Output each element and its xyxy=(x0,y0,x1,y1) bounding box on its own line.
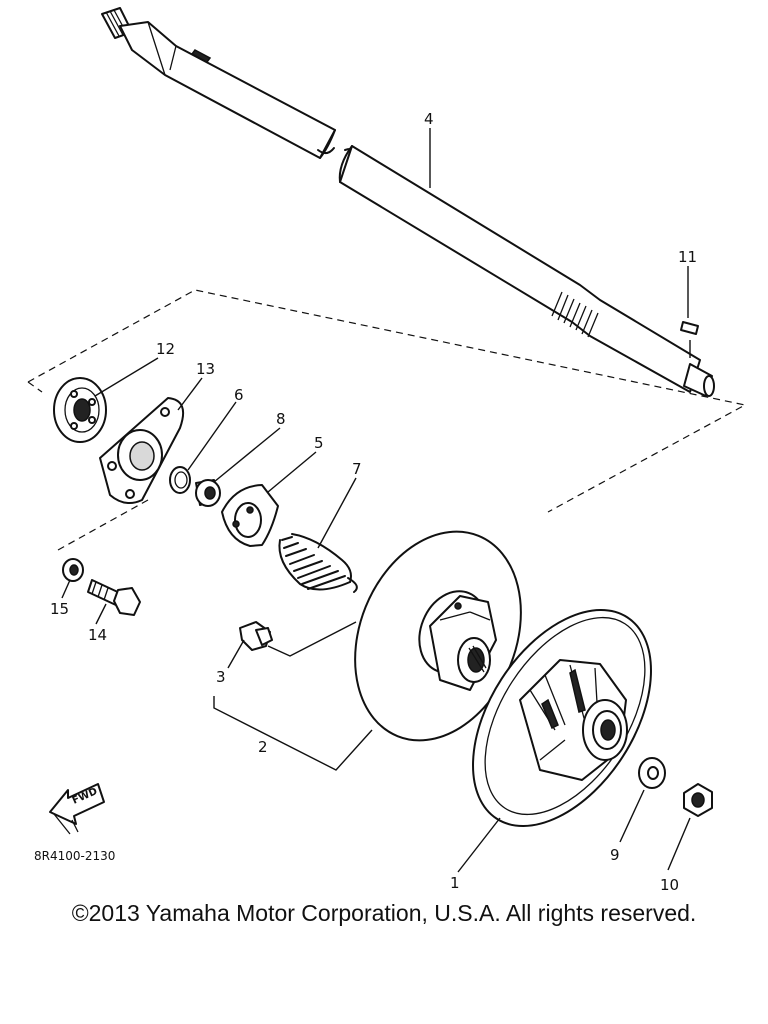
part-label-13: 13 xyxy=(196,360,215,378)
washer-part-15 xyxy=(62,558,84,582)
spring-part-7 xyxy=(278,533,358,593)
part-label-8: 8 xyxy=(276,410,286,428)
part-label-2: 2 xyxy=(258,738,268,756)
diagram-code: 8R4100-2130 xyxy=(34,849,115,863)
movable-sheave-part-1 xyxy=(472,608,652,828)
nut-part-10 xyxy=(683,783,713,817)
part-label-15: 15 xyxy=(50,600,69,618)
bracket-part-13 xyxy=(99,397,184,505)
cam-part-5 xyxy=(221,484,279,547)
part-label-7: 7 xyxy=(352,460,362,478)
copyright-notice: ©2013 Yamaha Motor Corporation, U.S.A. A… xyxy=(71,900,697,926)
part-number-labels: 4 11 12 13 6 8 5 7 15 14 3 2 1 9 10 xyxy=(50,110,697,894)
part-label-12: 12 xyxy=(156,340,175,358)
shaft-part-4 xyxy=(101,7,715,397)
part-label-3: 3 xyxy=(216,668,226,686)
washer-part-9 xyxy=(638,757,666,789)
part-label-10: 10 xyxy=(660,876,679,894)
part-label-1: 1 xyxy=(450,874,460,892)
collar-part-8 xyxy=(195,479,221,507)
bearing-part-12 xyxy=(53,377,107,443)
part-label-14: 14 xyxy=(88,626,107,644)
part-label-5: 5 xyxy=(314,434,324,452)
part-label-9: 9 xyxy=(610,846,620,864)
ring-part-6 xyxy=(169,466,191,494)
bolt-part-14 xyxy=(87,579,141,616)
assembly-outline xyxy=(27,289,747,551)
fixed-sheave-part-2 xyxy=(354,530,522,742)
leader-lines xyxy=(61,128,691,873)
fwd-arrow-icon: FWD xyxy=(49,783,105,835)
part-label-6: 6 xyxy=(234,386,244,404)
part-label-11: 11 xyxy=(678,248,697,266)
part-label-4: 4 xyxy=(424,110,434,128)
weight-part-3 xyxy=(239,621,273,651)
